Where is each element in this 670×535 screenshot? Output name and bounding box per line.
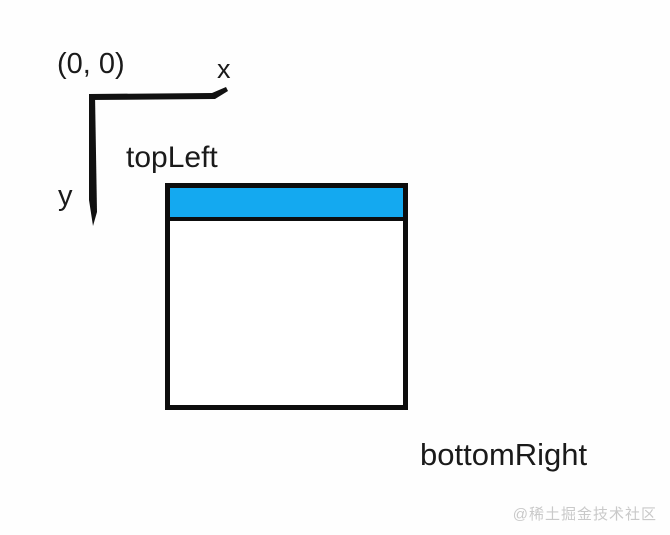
y-axis-label: y	[58, 180, 73, 212]
topleft-label: topLeft	[126, 141, 218, 174]
watermark-text: @稀土掘金技术社区	[512, 506, 657, 523]
rectangle	[165, 183, 408, 410]
origin-label: (0, 0)	[57, 48, 125, 80]
x-axis-label: x	[217, 54, 231, 84]
rectangle-header-bar	[170, 188, 403, 221]
bottomright-label: bottomRight	[420, 437, 588, 472]
x-axis-line	[89, 87, 228, 100]
y-axis-line	[89, 94, 97, 226]
